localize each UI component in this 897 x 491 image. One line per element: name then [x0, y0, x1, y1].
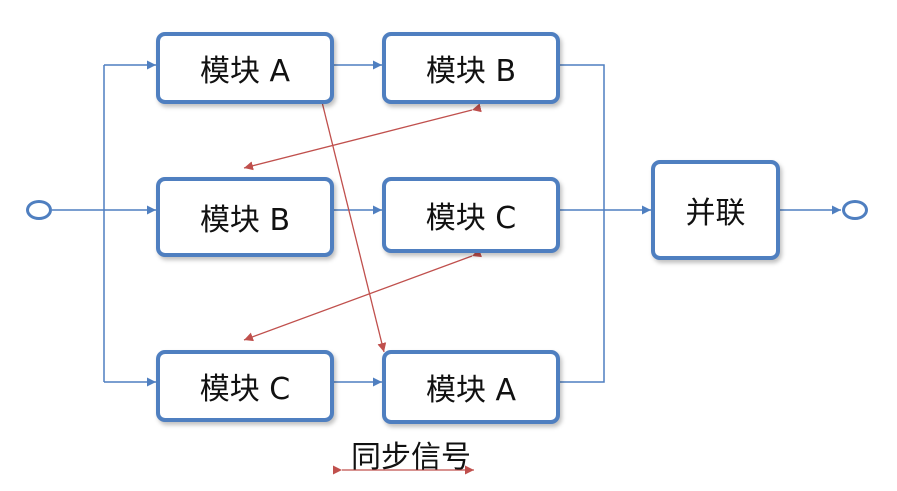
module-label: 模块 A — [199, 54, 291, 89]
module-label: 模块 B — [199, 203, 291, 238]
module-label: 模块 A — [425, 373, 517, 408]
module-box-row1-stage1: 模块 A — [156, 32, 334, 104]
module-box-row2-stage1: 模块 B — [156, 177, 334, 257]
flow-connectors — [52, 60, 841, 387]
merge-bus — [560, 64, 605, 383]
merge-box: 并联 — [651, 160, 780, 260]
module-label: 模块 C — [425, 201, 517, 236]
module-box-row3-stage2: 模块 A — [382, 350, 560, 424]
sync-signal-legend: 同步信号 — [351, 440, 471, 475]
start-node — [26, 200, 52, 220]
module-label: 模块 B — [425, 54, 517, 89]
end-node — [842, 200, 868, 220]
sync-arrows — [243, 92, 483, 475]
module-box-row1-stage2: 模块 B — [382, 32, 560, 104]
module-label: 模块 C — [199, 372, 291, 407]
sync-arrow-b1-b2 — [243, 103, 482, 171]
module-box-row2-stage2: 模块 C — [382, 177, 560, 253]
sync-arrow-c1-c2 — [243, 248, 483, 342]
module-box-row3-stage1: 模块 C — [156, 350, 334, 422]
merge-label: 并联 — [685, 196, 746, 231]
